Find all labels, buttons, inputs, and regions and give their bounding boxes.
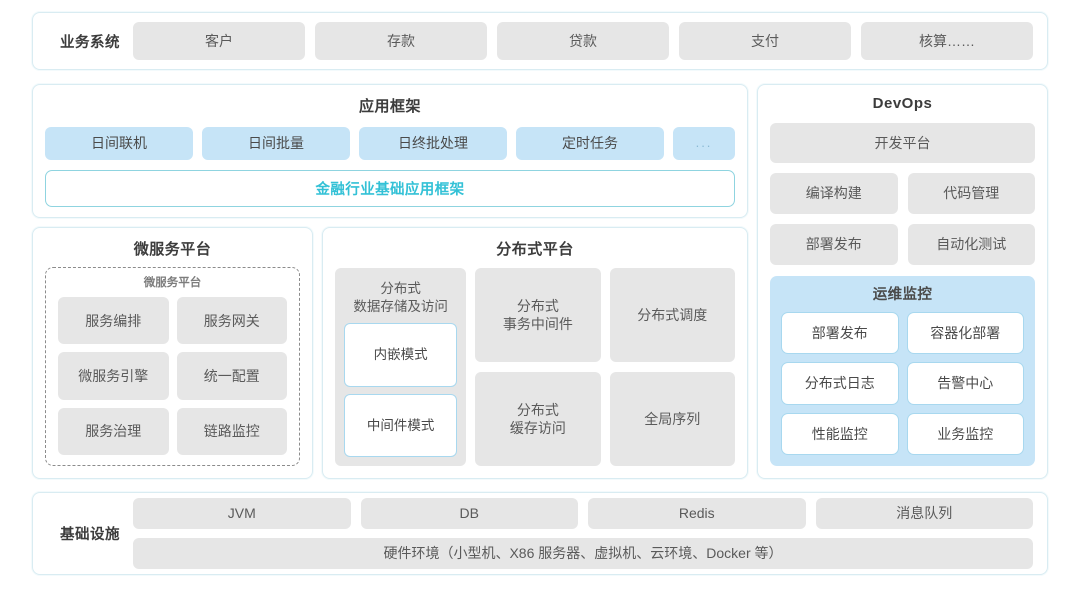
application-framework-card: 应用框架 日间联机 日间批量 日终批处理 定时任务 ... 金融行业基础应用框架 (32, 84, 748, 218)
infrastructure-hardware[interactable]: 硬件环境（小型机、X86 服务器、虚拟机、云环境、Docker 等） (133, 538, 1033, 569)
ops-item-business-monitoring[interactable]: 业务监控 (906, 412, 1024, 455)
devops-item-automated-testing[interactable]: 自动化测试 (907, 224, 1035, 265)
dist-cache-line2: 缓存访问 (509, 420, 566, 436)
microservice-inner-dashed-box: 微服务平台 服务编排 服务网关 微服务引擎 统一配置 服务治理 链路监控 (45, 267, 300, 466)
business-systems-items: 客户 存款 贷款 支付 核算…… (133, 22, 1033, 60)
ops-item-containerized-deploy[interactable]: 容器化部署 (906, 312, 1024, 355)
dist-mode-embedded[interactable]: 内嵌模式 (344, 323, 458, 387)
dist-transaction-line1: 分布式 (516, 297, 559, 314)
dist-item-transaction-middleware[interactable]: 分布式 事务中间件 (475, 268, 601, 362)
platform-row: 微服务平台 微服务平台 服务编排 服务网关 微服务引擎 统一配置 服务治理 链路… (32, 227, 748, 479)
distributed-data-storage-line2: 数据存储及访问 (353, 299, 448, 315)
dist-item-cache-access[interactable]: 分布式 缓存访问 (475, 372, 601, 466)
middle-left-column: 应用框架 日间联机 日间批量 日终批处理 定时任务 ... 金融行业基础应用框架… (32, 84, 748, 479)
appfw-item-scheduled-task[interactable]: 定时任务 (516, 127, 664, 160)
devops-items-grid: 编译构建 代码管理 部署发布 自动化测试 (770, 173, 1035, 265)
ops-item-alert-center[interactable]: 告警中心 (906, 362, 1024, 405)
dist-item-global-sequence[interactable]: 全局序列 (609, 372, 735, 466)
devops-column: DevOps 开发平台 编译构建 代码管理 部署发布 自动化测试 运维监控 部署… (757, 84, 1048, 479)
distributed-platform-card: 分布式平台 分布式 数据存储及访问 内嵌模式 中间件模式 (322, 227, 748, 479)
infra-item-redis[interactable]: Redis (588, 498, 806, 529)
infrastructure-card: 基础设施 JVM DB Redis 消息队列 硬件环境（小型机、X86 服务器、… (32, 492, 1048, 575)
business-item-loan[interactable]: 贷款 (497, 22, 669, 60)
distributed-data-storage-header: 分布式 数据存储及访问 (344, 276, 457, 323)
microservice-inner-title: 微服务平台 (143, 277, 202, 289)
infra-item-message-queue[interactable]: 消息队列 (815, 498, 1033, 529)
micro-item-unified-config[interactable]: 统一配置 (176, 352, 287, 400)
infrastructure-label: 基础设施 (60, 527, 120, 543)
microservice-platform-title: 微服务平台 (133, 241, 212, 258)
distributed-column-2: 分布式 事务中间件 分布式 缓存访问 (475, 268, 601, 466)
distributed-data-storage-line1: 分布式 (380, 281, 421, 296)
devops-item-deploy-release[interactable]: 部署发布 (770, 224, 898, 265)
devops-item-build[interactable]: 编译构建 (770, 173, 898, 214)
ops-item-deploy-release[interactable]: 部署发布 (781, 312, 899, 355)
appfw-item-daytime-batch[interactable]: 日间批量 (202, 127, 350, 160)
microservice-platform-card: 微服务平台 微服务平台 服务编排 服务网关 微服务引擎 统一配置 服务治理 链路… (32, 227, 313, 479)
infrastructure-content: JVM DB Redis 消息队列 硬件环境（小型机、X86 服务器、虚拟机、云… (133, 498, 1033, 569)
business-item-payment[interactable]: 支付 (679, 22, 851, 60)
business-item-customer[interactable]: 客户 (133, 22, 305, 60)
distributed-platform-title: 分布式平台 (496, 241, 574, 258)
application-framework-items: 日间联机 日间批量 日终批处理 定时任务 ... (45, 127, 735, 160)
distributed-column-3: 分布式调度 全局序列 (609, 268, 735, 466)
infra-item-db[interactable]: DB (360, 498, 578, 529)
micro-item-service-orchestration[interactable]: 服务编排 (58, 297, 169, 345)
financial-foundation-framework[interactable]: 金融行业基础应用框架 (45, 170, 735, 207)
dist-cache-line1: 分布式 (516, 401, 559, 418)
ops-item-distributed-logging[interactable]: 分布式日志 (781, 362, 899, 405)
devops-card: DevOps 开发平台 编译构建 代码管理 部署发布 自动化测试 运维监控 部署… (757, 84, 1048, 479)
appfw-item-more[interactable]: ... (673, 127, 735, 160)
appfw-item-daytime-online[interactable]: 日间联机 (45, 127, 193, 160)
appfw-item-eod-batch[interactable]: 日终批处理 (359, 127, 507, 160)
micro-item-service-gateway[interactable]: 服务网关 (176, 297, 287, 345)
distributed-data-storage-group: 分布式 数据存储及访问 内嵌模式 中间件模式 (335, 268, 467, 466)
dist-transaction-line2: 事务中间件 (502, 316, 573, 332)
business-systems-card: 业务系统 客户 存款 贷款 支付 核算…… (32, 12, 1048, 70)
business-item-accounting[interactable]: 核算…… (861, 22, 1033, 60)
infra-item-jvm[interactable]: JVM (133, 498, 351, 529)
devops-dev-platform[interactable]: 开发平台 (770, 123, 1035, 163)
dist-mode-middleware[interactable]: 中间件模式 (344, 393, 458, 457)
micro-item-service-governance[interactable]: 服务治理 (58, 407, 169, 455)
distributed-platform-body: 分布式 数据存储及访问 内嵌模式 中间件模式 分布式 事务中间件 (335, 268, 735, 466)
microservice-items-grid: 服务编排 服务网关 微服务引擎 统一配置 服务治理 链路监控 (58, 297, 287, 455)
ops-item-performance-monitoring[interactable]: 性能监控 (781, 412, 899, 455)
application-framework-title: 应用框架 (358, 98, 421, 115)
ops-monitoring-grid: 部署发布 容器化部署 分布式日志 告警中心 性能监控 业务监控 (781, 312, 1024, 455)
devops-item-code-management[interactable]: 代码管理 (907, 173, 1035, 214)
micro-item-trace-monitoring[interactable]: 链路监控 (176, 407, 287, 455)
dist-item-scheduling[interactable]: 分布式调度 (609, 268, 735, 362)
micro-item-microservice-engine[interactable]: 微服务引擎 (58, 352, 169, 400)
business-item-deposit[interactable]: 存款 (315, 22, 487, 60)
infrastructure-items: JVM DB Redis 消息队列 (133, 498, 1033, 529)
devops-title: DevOps (872, 95, 933, 112)
business-systems-label: 业务系统 (60, 34, 120, 51)
ops-monitoring-title: 运维监控 (872, 287, 933, 303)
ops-monitoring-group: 运维监控 部署发布 容器化部署 分布式日志 告警中心 性能监控 业务监控 (770, 276, 1035, 466)
middle-section: 应用框架 日间联机 日间批量 日终批处理 定时任务 ... 金融行业基础应用框架… (32, 84, 1048, 479)
